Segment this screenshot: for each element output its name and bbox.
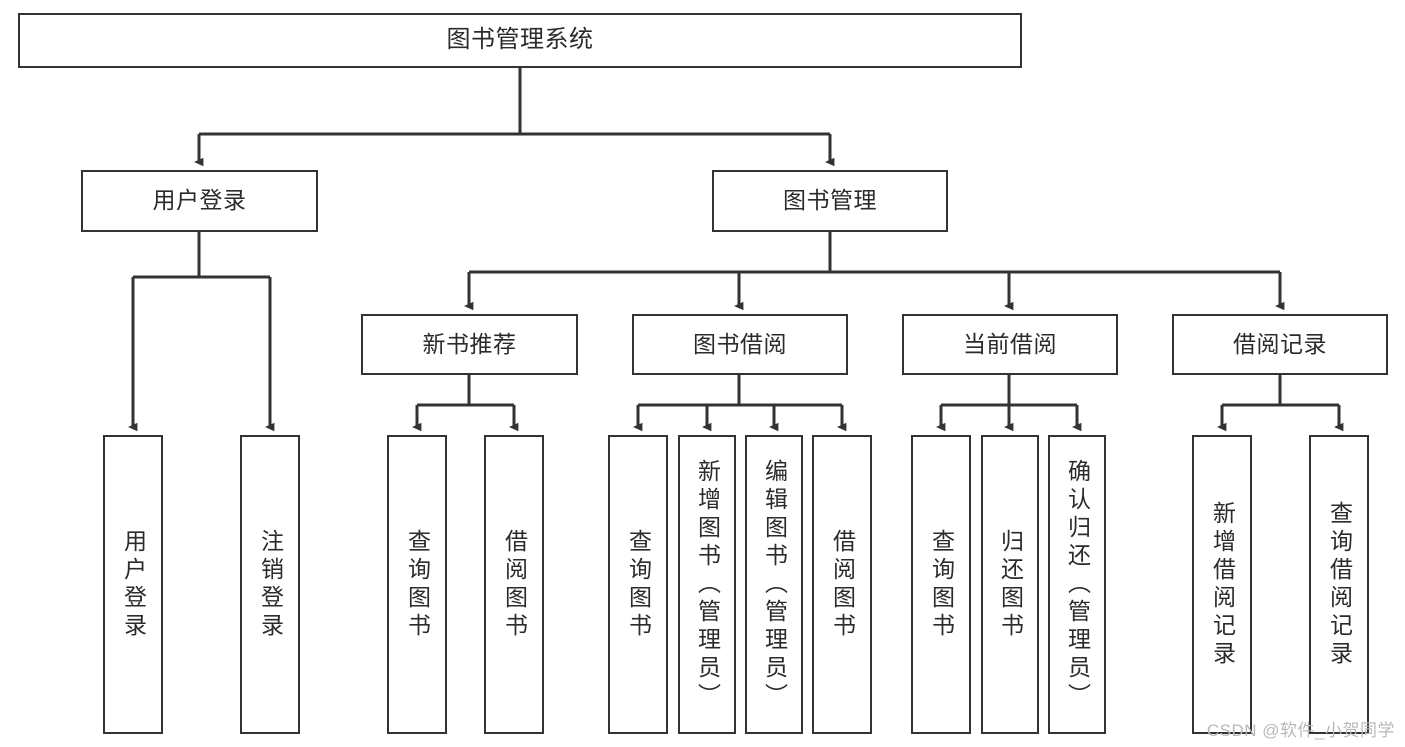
- node-leaf-query-record-label: 查询借阅记录: [1326, 500, 1353, 669]
- node-leaf-query-book-1-label: 查询图书: [404, 528, 431, 641]
- node-new-book-recommend-label: 新书推荐: [422, 330, 517, 357]
- node-leaf-edit-book[interactable]: 编辑图书（管理员）: [745, 435, 803, 734]
- node-leaf-borrow-book-1[interactable]: 借阅图书: [484, 435, 544, 734]
- node-leaf-borrow-book-2[interactable]: 借阅图书: [812, 435, 872, 734]
- node-leaf-query-book-3[interactable]: 查询图书: [911, 435, 971, 734]
- node-book-manage[interactable]: 图书管理: [712, 170, 948, 232]
- node-leaf-query-book-2[interactable]: 查询图书: [608, 435, 668, 734]
- node-leaf-return-book-label: 归还图书: [997, 528, 1024, 641]
- node-leaf-confirm-return[interactable]: 确认归还（管理员）: [1048, 435, 1106, 734]
- node-book-borrow[interactable]: 图书借阅: [632, 314, 848, 375]
- node-borrow-record-label: 借阅记录: [1233, 330, 1327, 357]
- node-leaf-add-book-label: 新增图书（管理员）: [694, 458, 721, 711]
- node-leaf-add-record[interactable]: 新增借阅记录: [1192, 435, 1252, 734]
- node-leaf-query-record[interactable]: 查询借阅记录: [1309, 435, 1369, 734]
- node-leaf-add-book[interactable]: 新增图书（管理员）: [678, 435, 736, 734]
- node-book-borrow-label: 图书借阅: [693, 330, 787, 357]
- node-user-login[interactable]: 用户登录: [81, 170, 318, 232]
- node-new-book-recommend[interactable]: 新书推荐: [361, 314, 578, 375]
- node-leaf-query-book-1[interactable]: 查询图书: [387, 435, 447, 734]
- node-leaf-confirm-return-label: 确认归还（管理员）: [1064, 458, 1091, 711]
- node-leaf-logout[interactable]: 注销登录: [240, 435, 300, 734]
- node-leaf-user-login-label: 用户登录: [120, 528, 147, 641]
- node-leaf-user-login[interactable]: 用户登录: [103, 435, 163, 734]
- node-user-login-label: 用户登录: [152, 187, 247, 214]
- node-borrow-record[interactable]: 借阅记录: [1172, 314, 1388, 375]
- csdn-watermark: CSDN @软件_小贺同学: [1206, 721, 1395, 740]
- node-leaf-query-book-3-label: 查询图书: [928, 528, 955, 641]
- node-leaf-query-book-2-label: 查询图书: [625, 528, 652, 641]
- node-leaf-borrow-book-1-label: 借阅图书: [501, 528, 528, 641]
- node-book-manage-label: 图书管理: [783, 187, 877, 214]
- node-leaf-borrow-book-2-label: 借阅图书: [829, 528, 856, 641]
- node-root[interactable]: 图书管理系统: [18, 13, 1022, 68]
- node-root-label: 图书管理系统: [446, 26, 594, 54]
- node-leaf-edit-book-label: 编辑图书（管理员）: [761, 458, 788, 711]
- node-current-borrow[interactable]: 当前借阅: [902, 314, 1118, 375]
- node-current-borrow-label: 当前借阅: [963, 330, 1057, 357]
- node-leaf-add-record-label: 新增借阅记录: [1209, 500, 1236, 669]
- node-leaf-return-book[interactable]: 归还图书: [981, 435, 1039, 734]
- node-leaf-logout-label: 注销登录: [257, 528, 284, 641]
